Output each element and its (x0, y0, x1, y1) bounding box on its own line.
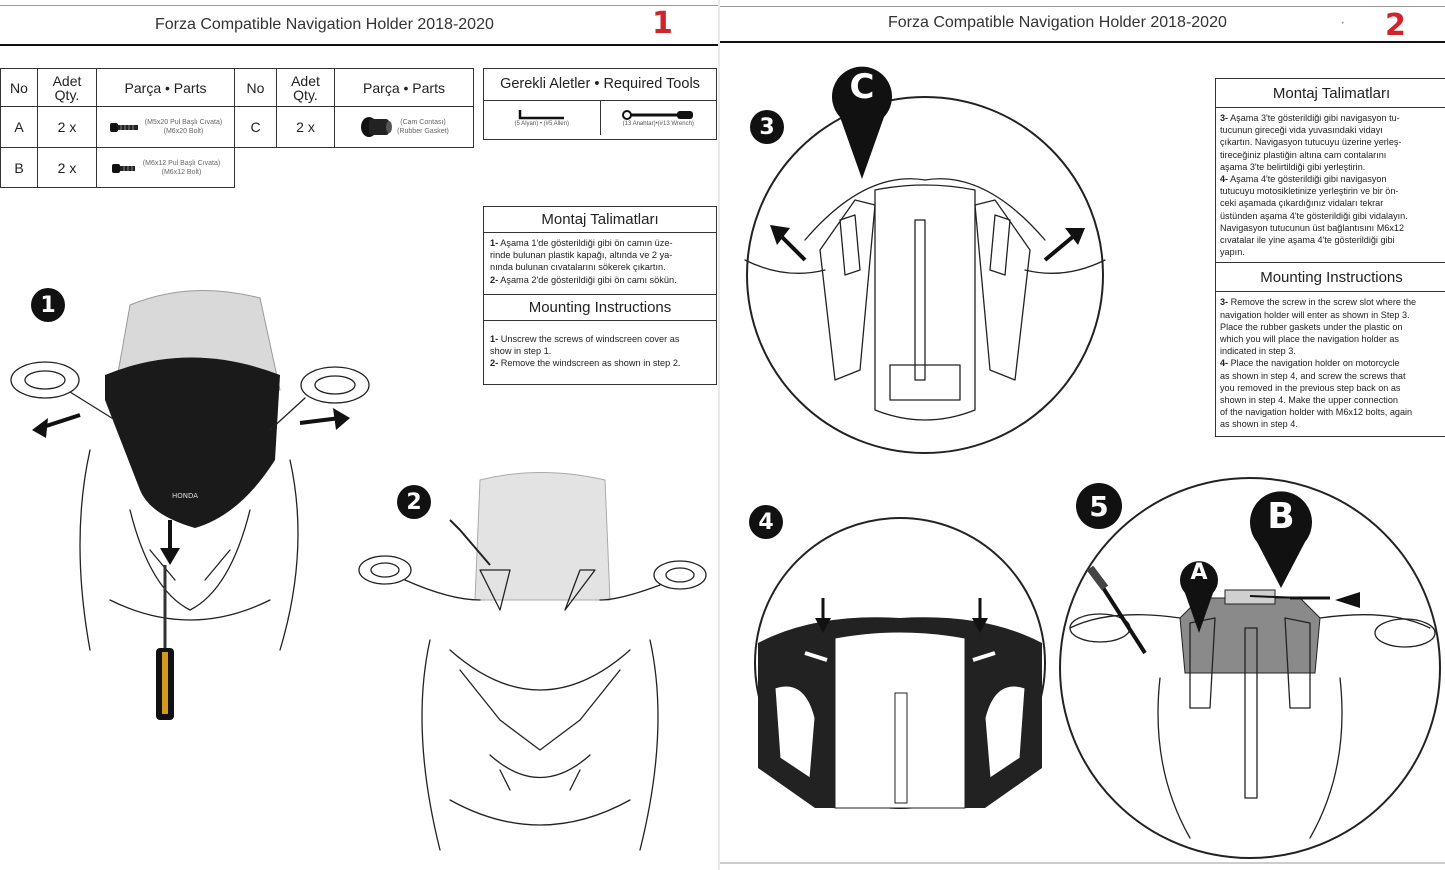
tools-row: (5 Alyan) • (#5 Allen) (13 Anahtar)•(#13… (484, 101, 716, 135)
page-1-title: Forza Compatible Navigation Holder 2018-… (155, 16, 494, 33)
row-c-part-tr: (Cam Contası) (400, 119, 446, 126)
pin-c-icon (832, 66, 892, 179)
row-c-part-en: (Rubber Gasket) (397, 128, 449, 135)
row-b-part: (M6x12 Pul Başlı Cıvata)(M6x12 Bolt) (96, 147, 235, 188)
pin-c-label: C (849, 67, 875, 107)
row-a-part-en: (M6x20 Bolt) (163, 128, 204, 135)
rubber-gasket-icon (361, 117, 393, 137)
row-c-no: C (234, 106, 277, 148)
tool-allen-label: (5 Alyan) • (#5 Allen) (514, 121, 569, 127)
step-4-illustration (754, 517, 1046, 809)
page-2-number: 2 (1385, 8, 1406, 43)
manual-page-2: Forza Compatible Navigation Holder 2018-… (720, 0, 1445, 870)
instructions-tr-text-2: 3- Aşama 3'te gösterildiği gibi navigasy… (1220, 113, 1408, 258)
instructions-tr-title-1: Montaj Talimatları (484, 207, 716, 233)
parts-table: No Adet Qty. Parça • Parts No Adet Qty. … (0, 68, 474, 188)
page-2-title: Forza Compatible Navigation Holder 2018-… (888, 14, 1227, 31)
step-3-badge: 3 (750, 110, 784, 144)
page-2-bottom-rule (720, 862, 1445, 864)
instructions-en-text-2: 3- Remove the screw in the screw slot wh… (1220, 297, 1417, 430)
tool-allen: (5 Alyan) • (#5 Allen) (484, 101, 601, 135)
pin-a: A (1180, 555, 1218, 635)
row-b-no: B (0, 147, 38, 188)
header-parts-2: Parça • Parts (334, 68, 474, 107)
row-b-qty: 2 x (37, 147, 97, 188)
instructions-tr-text-1: 1- Aşama 1'de gösterildiği gibi ön camın… (484, 233, 716, 295)
instructions-tr-title-2: Montaj Talimatları (1216, 79, 1445, 108)
row-a-part: (M5x20 Pul Başlı Cıvata) (M6x20 Bolt) (96, 106, 235, 148)
header-qty-en-2: Qty. (293, 86, 318, 103)
instructions-en-text-1: 1- Unscrew the screws of windscreen cove… (490, 334, 681, 369)
row-a-no: A (0, 106, 38, 148)
step-2-badge: 2 (397, 485, 431, 519)
instructions-box-1: Montaj Talimatları 1- Aşama 1'de gösteri… (483, 206, 717, 385)
header-qty-en: Qty. (54, 86, 80, 103)
required-tools-title: Gerekli Aletler • Required Tools (484, 69, 716, 101)
bolt-a-icon (109, 123, 138, 132)
header-parts: Parça • Parts (96, 68, 235, 107)
header-qty-tr-2: Adet (291, 72, 320, 89)
header-no: No (0, 68, 38, 107)
wrench-icon (622, 110, 694, 120)
page-1-top-rule (0, 5, 718, 6)
page-2-top-rule (720, 6, 1445, 7)
pin-b-label: B (1267, 496, 1295, 537)
page-2-header-rule (720, 41, 1445, 43)
tool-wrench-label: (13 Anahtar)•(#13 Wrench) (622, 121, 694, 127)
pin-b: B (1250, 490, 1312, 590)
page-1-header-rule (0, 44, 718, 46)
required-tools-box: Gerekli Aletler • Required Tools (5 Alya… (483, 68, 717, 140)
pin-a-icon (1180, 561, 1218, 633)
honda-logo-text: HONDA (172, 492, 198, 500)
row-c-part: (Cam Contası) (Rubber Gasket) (334, 106, 474, 148)
page-2-dot: · (1340, 14, 1346, 31)
pin-a-label: A (1190, 560, 1208, 585)
bolt-b-icon (111, 163, 135, 173)
row-b-part-tr: (M6x12 Pul Başlı Cıvata) (142, 159, 221, 167)
manual-page-1: Forza Compatible Navigation Holder 2018-… (0, 0, 720, 870)
row-b-part-en: (M6x12 Bolt) (161, 168, 202, 176)
header-qty-tr: Adet (52, 72, 82, 89)
step-3-illustration (744, 96, 1106, 454)
step-2-illustration (358, 472, 707, 851)
pin-b-icon (1250, 491, 1312, 588)
row-a-part-tr: (M5x20 Pul Başlı Cıvata) (144, 119, 223, 126)
row-c-qty: 2 x (276, 106, 335, 148)
instructions-en-title-1: Mounting Instructions (484, 295, 716, 321)
allen-key-icon (518, 110, 564, 120)
step-1-illustration: HONDA (10, 289, 370, 720)
header-qty-2: Adet Qty. (276, 68, 335, 107)
row-a-qty: 2 x (37, 106, 97, 148)
header-qty: Adet Qty. (37, 68, 97, 107)
empty-cell (235, 148, 474, 188)
instructions-en-title-2: Mounting Instructions (1216, 262, 1445, 293)
step-1-badge: 1 (31, 288, 65, 322)
step-4-badge: 4 (749, 505, 783, 539)
tool-wrench: (13 Anahtar)•(#13 Wrench) (601, 101, 717, 135)
header-no-2: No (234, 68, 277, 107)
pin-c: C (832, 57, 892, 182)
step-5-badge: 5 (1076, 483, 1122, 529)
instructions-box-2: Montaj Talimatları 3- Aşama 3'te gösteri… (1215, 78, 1445, 437)
step-5-illustration (1059, 477, 1441, 859)
page-1-number: 1 (652, 6, 673, 41)
